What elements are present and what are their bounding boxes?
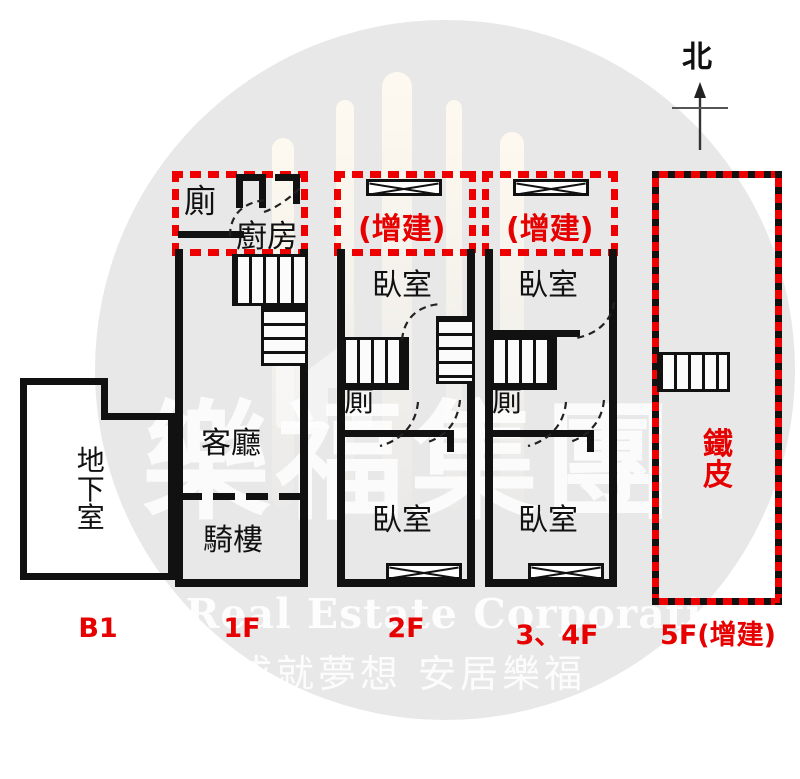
5f-frame-right-dash [775,171,782,605]
34f-ext-bottom [482,249,618,256]
1f-door-arc-kitchen [263,187,301,214]
2f-toilet-wall-right [402,337,409,389]
5f-frame-bottom-dash [652,598,782,605]
5f-frame-top-dash [652,171,782,178]
window-34f-top [513,179,589,196]
stair-1f-lower [261,306,308,366]
light-streak [446,100,462,510]
window-2f-top [366,179,442,196]
label-extension-34f: (增建) [506,212,594,247]
34f-ext-right [611,171,618,253]
1f-toilet-wall-stub [259,174,266,208]
b1-wall-top-left [20,378,108,385]
1f-toilet-wall-bottom [178,231,244,238]
stair-2f-right [436,316,475,384]
1f-wall-bottom [175,579,308,587]
2f-toilet-wall-bot [340,383,409,390]
1f-ext-left [172,171,179,253]
floor-tag-b1: B1 [78,613,118,644]
1f-toilet-wall-right [236,174,243,208]
room-label-toilet-1f: 廁 [184,182,217,220]
2f-door-arc-lower [427,399,462,444]
north-label: 北 [682,40,712,75]
34f-ext-left [482,171,489,253]
b1-wall-right [168,413,175,580]
light-streak [382,72,412,512]
2f-ext-bottom [334,249,476,256]
b1-wall-left [20,378,27,580]
34f-wall-right [609,249,617,586]
stair-1f-upper [232,254,308,306]
room-label-kitchen: 廚房 [236,219,298,255]
34f-ext-top [482,171,618,178]
room-label-living: 客廳 [201,426,261,461]
label-extension-2f: (增建) [358,212,446,247]
b1-wall-bottom [20,573,175,580]
2f-wall-mid-horiz [340,430,454,437]
room-label-bedroom-2f-top: 臥室 [372,268,432,303]
room-label-bedroom-2f-bottom: 臥室 [372,503,432,538]
floor-tag-3-4f: 3、4F [515,620,599,651]
2f-ext-right [469,171,476,253]
room-label-metal-sheet: 鐵皮 [703,427,733,493]
b1-wall-top-right [101,413,175,420]
room-label-arcade: 騎樓 [203,523,263,558]
north-arrow-icon [672,82,728,150]
b1-wall-step-down [101,378,108,420]
north-indicator: 北 [660,40,740,152]
room-label-toilet-2f: 廁 [344,384,374,419]
window-34f-bottom [528,563,604,580]
1f-wall-right [300,249,308,586]
stair-2f-left [340,337,408,389]
floor-tag-2f: 2F [387,613,425,644]
room-label-basement: 地下室 [76,444,105,535]
1f-ext-right [301,171,308,253]
1f-divider-living-arcade [180,493,306,500]
room-label-bedroom-34f-bottom: 臥室 [518,503,578,538]
34f-door-arc-lower [569,399,606,444]
1f-toilet-wall-top [236,174,266,181]
floor-tag-1f: 1F [223,613,261,644]
34f-door-arc-upper [575,301,616,340]
2f-ext-left [334,171,341,253]
34f-wall-left [485,249,493,586]
1f-kitchen-wall-top [275,174,300,181]
2f-wall-left [337,249,345,586]
34f-wall-mid-horiz [488,430,594,437]
34f-wall-mid-stub [587,430,594,452]
1f-ext-bottom [172,249,308,256]
34f-door-arc-toilet [527,401,568,448]
2f-wall-right [467,249,475,586]
floor-tag-5f: 5F(增建) [660,620,776,651]
34f-toilet-wall-right [550,337,557,389]
1f-kitchen-wall-right [293,174,300,204]
window-2f-bottom [386,563,462,580]
2f-wall-bottom [337,579,475,587]
1f-wall-left [175,249,183,586]
2f-door-arc-toilet [379,401,420,448]
34f-wall-upper-horiz [488,330,580,337]
34f-wall-bottom [485,579,617,587]
2f-ext-top [334,171,476,178]
stair-34f-left [488,337,556,389]
5f-frame-left-dash [652,171,659,605]
1f-door-arc-toilet [228,198,267,237]
room-label-toilet-34f: 廁 [492,384,522,419]
2f-door-arc-upper [400,302,441,341]
room-label-bedroom-34f-top: 臥室 [518,268,578,303]
34f-toilet-wall-bot [488,383,557,390]
stair-5f [657,352,730,392]
2f-wall-mid-stub [447,430,454,452]
